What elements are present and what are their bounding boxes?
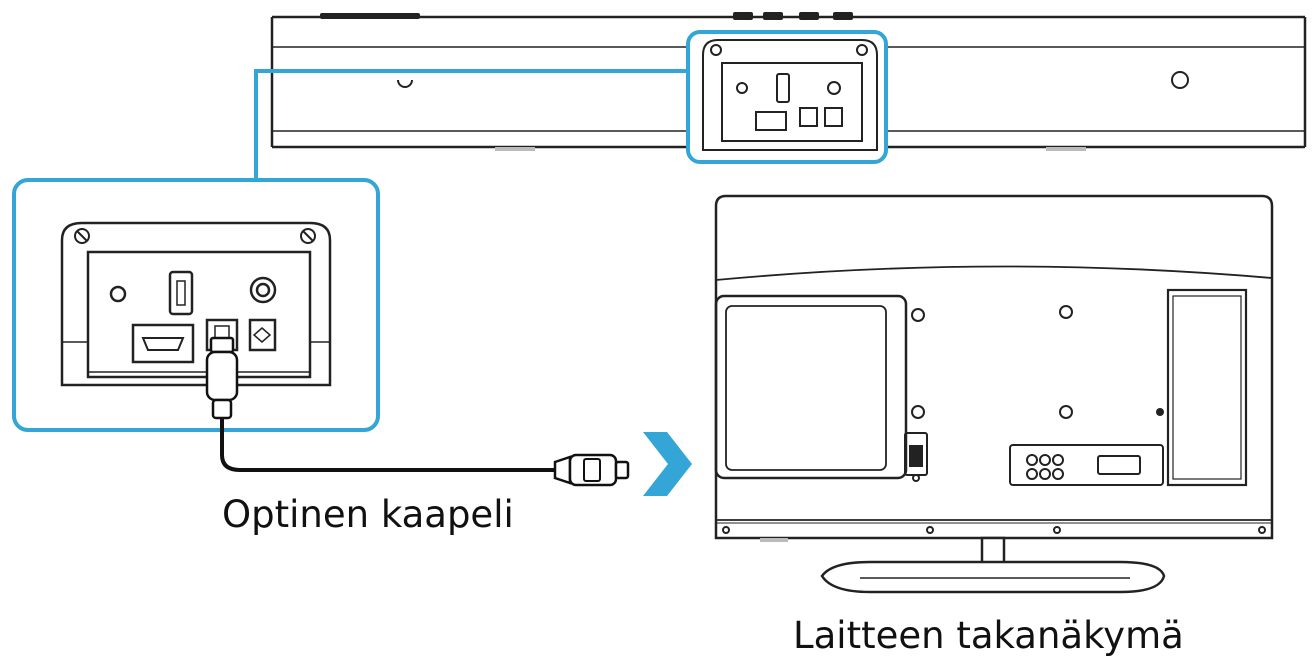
tv-stand: [820, 536, 1166, 594]
soundbar: [270, 12, 1307, 151]
soundbar-port-panel: [702, 39, 878, 151]
port-panel-enlarged: [60, 221, 332, 387]
tv-back: [714, 194, 1274, 594]
reset-button: [109, 285, 127, 303]
tv-io-panel: [1009, 444, 1164, 486]
tv-optical-port: [904, 432, 928, 482]
chevron-right-arrow: [643, 432, 692, 496]
usb-port: [168, 270, 194, 316]
panel-screws: [74, 228, 316, 244]
hdmi-port: [131, 323, 195, 364]
device-rear-view-label: Laitteen takanäkymä: [793, 614, 1184, 657]
dc-power-port: [248, 318, 277, 352]
tv-screws: [722, 305, 1266, 534]
highlight-frames: [12, 30, 888, 432]
optical-cable-label: Optinen kaapeli: [222, 493, 514, 536]
aux-port: [249, 276, 277, 304]
optical-cable: [205, 336, 630, 487]
